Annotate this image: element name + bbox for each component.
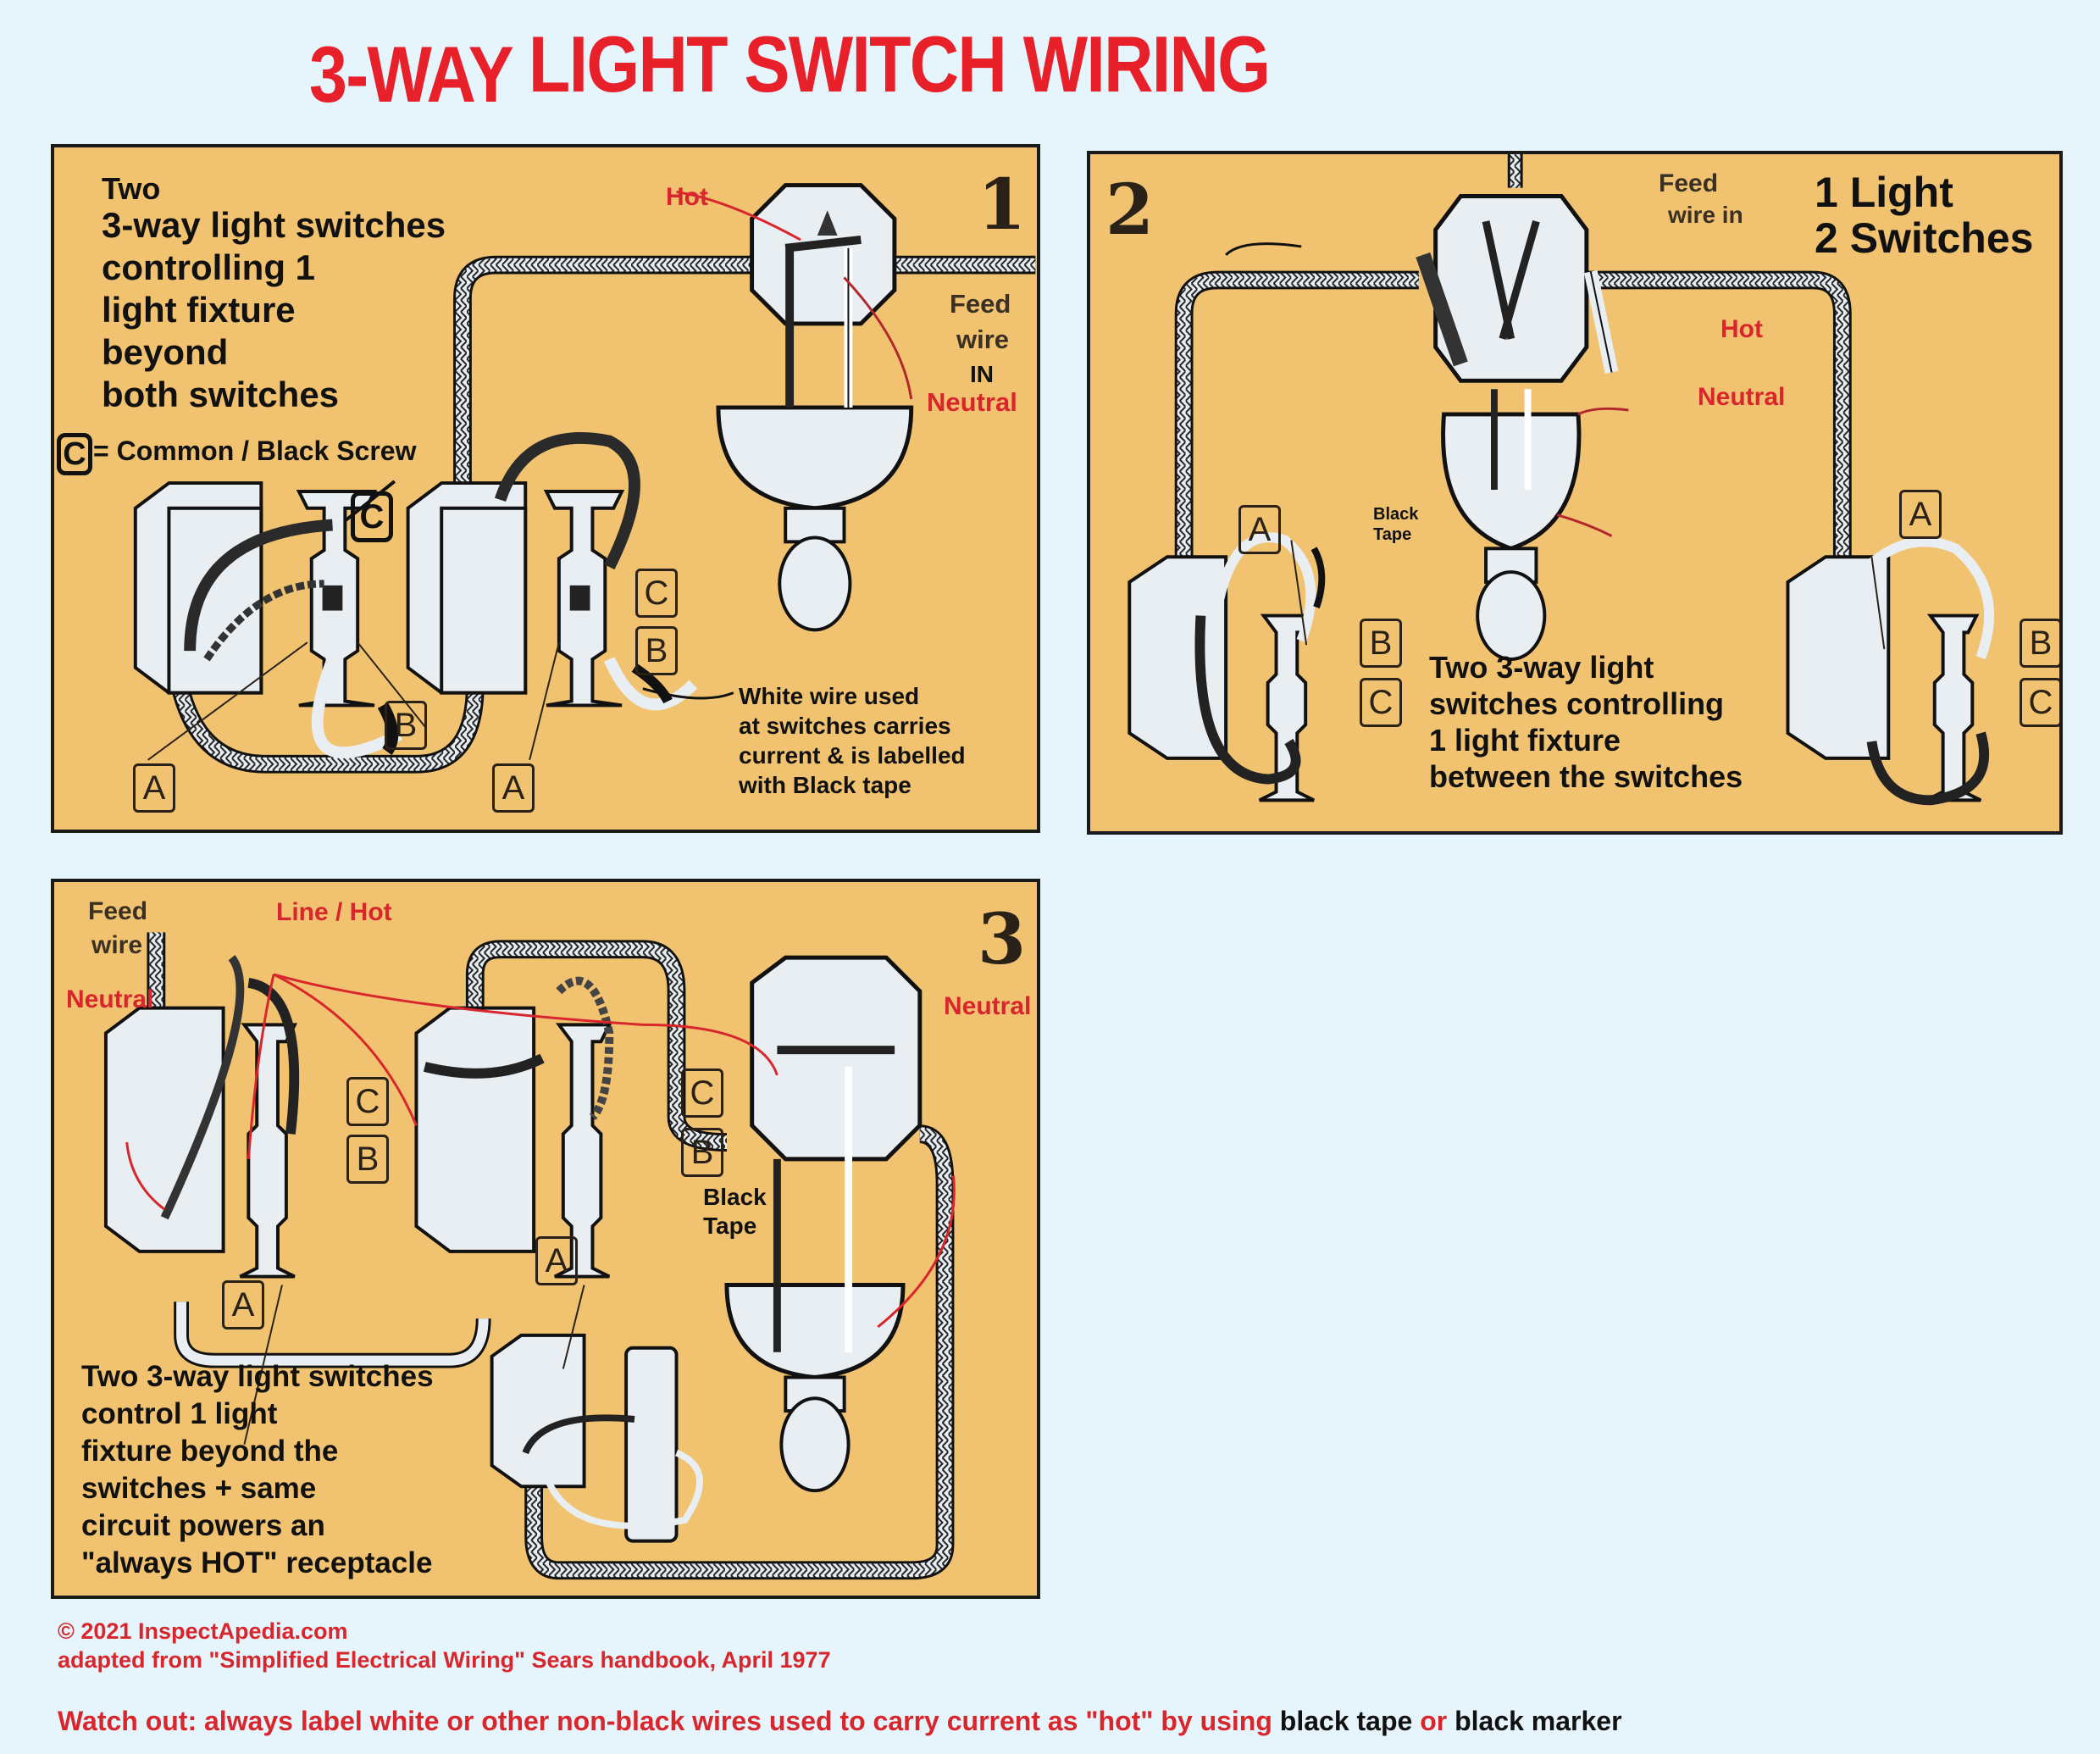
ceiling-fixture <box>724 955 923 1493</box>
panel-1-wiring-drawing <box>133 183 1036 774</box>
panel-2-heading-line-2: 2 Switches <box>1815 214 2034 262</box>
source-text: adapted from "Simplified Electrical Wiri… <box>58 1647 831 1673</box>
ceiling-fixture <box>716 183 914 632</box>
warning-black-marker: black marker <box>1454 1706 1622 1736</box>
panel-3-desc-line-6: "always HOT" receptacle <box>81 1546 433 1579</box>
panel-3-number: 3 <box>978 899 1027 980</box>
panel-1-desc-line-5: beyond <box>102 332 229 372</box>
panel-3-neutral-label-left: Neutral <box>66 985 154 1013</box>
terminal-label-c: C <box>2020 678 2059 727</box>
panel-2-black-tape-line-1: Black <box>1373 505 1419 524</box>
panel-3-desc-line-2: control 1 light <box>81 1397 278 1430</box>
receptacle-box <box>490 1333 703 1543</box>
panel-1-desc-line-4: light fixture <box>102 290 296 330</box>
panel-2-wiring-drawing <box>1128 154 1994 806</box>
white-wire-note-line-2: at switches carries <box>739 713 951 739</box>
switch-1 <box>296 489 378 708</box>
panel-1-number: 1 <box>978 164 1027 246</box>
copyright-text: © 2021 InspectApedia.com <box>58 1618 348 1644</box>
panel-1-diagram: Two 3-way light switches controlling 1 l… <box>51 144 1040 833</box>
terminal-label-a: A <box>535 1236 578 1285</box>
terminal-label-a: A <box>492 763 535 813</box>
switch-box-right <box>1786 536 1994 806</box>
switch-box-1 <box>103 955 300 1279</box>
panel-3-desc-line-3: fixture beyond the <box>81 1435 339 1468</box>
title-part-2: LIGHT SWITCH WIRING <box>528 19 1271 108</box>
panel-1-feed-label-line-1: Feed <box>950 289 1011 319</box>
warning-or: or <box>1412 1706 1455 1736</box>
panel-2-diagram: 2 Feed wire in 1 Light 2 Switches Hot Ne… <box>1087 151 2063 835</box>
panel-2-neutral-label: Neutral <box>1698 383 1786 411</box>
panel-3-desc-line-5: circuit powers an <box>81 1509 325 1542</box>
panel-2-desc-line-2: switches controlling <box>1429 686 1725 721</box>
warning-red-part: Watch out: always label white or other n… <box>58 1706 1280 1736</box>
panel-3-diagram: Feed wire Line / Hot Neutral Neutral 3 C… <box>51 879 1040 1599</box>
warning-text: Watch out: always label white or other n… <box>58 1706 1622 1737</box>
panel-3-black-tape-line-2: Tape <box>703 1213 757 1239</box>
panel-3-desc-line-1: Two 3-way light switches <box>81 1360 434 1393</box>
switch-2 <box>543 489 625 708</box>
line-hot-label: Line / Hot <box>276 898 392 926</box>
terminal-label-b: B <box>635 626 678 675</box>
panel-2-feed-label-line-1: Feed <box>1659 169 1719 197</box>
terminal-label-b: B <box>2020 619 2059 668</box>
terminal-label-a: A <box>1899 490 1942 539</box>
panel-2-desc-line-4: between the switches <box>1429 759 1743 794</box>
panel-2-feed-label-line-2: wire in <box>1668 202 1743 228</box>
panel-2-number: 2 <box>1105 169 1155 251</box>
panel-2-desc-line-3: 1 light fixture <box>1429 723 1621 758</box>
panel-1-neutral-label: Neutral <box>927 387 1017 417</box>
warning-black-tape: black tape <box>1279 1706 1413 1736</box>
terminal-label-c: C <box>346 1077 389 1126</box>
terminal-label-a: A <box>1238 505 1281 554</box>
terminal-label-a: A <box>222 1280 264 1329</box>
white-wire-note-line-1: White wire used <box>739 683 920 709</box>
panel-3-neutral-label-right: Neutral <box>944 992 1032 1020</box>
panel-3-feed-label-line-2: wire <box>91 931 143 959</box>
light-fixture <box>1441 389 1582 662</box>
terminal-label-a: A <box>133 763 175 813</box>
title-part-1: 3-WAY <box>309 30 514 119</box>
panel-3-feed-label-line-1: Feed <box>88 897 148 925</box>
terminal-label-b: B <box>346 1135 389 1184</box>
panel-2-heading-line-1: 1 Light <box>1815 169 1953 216</box>
panel-1-desc-line-1: Two <box>102 171 161 206</box>
panel-1-hot-label: Hot <box>666 183 708 211</box>
terminal-label-b: B <box>681 1128 723 1177</box>
terminal-label-b: B <box>1360 619 1402 668</box>
terminal-label-c: C <box>681 1068 723 1118</box>
terminal-label-c: C <box>1360 678 1402 727</box>
panel-2-desc-line-1: Two 3-way light <box>1429 650 1654 685</box>
white-wire-note-line-4: with Black tape <box>739 772 911 798</box>
switch-box-left <box>1128 532 1326 802</box>
panel-1-desc-line-6: both switches <box>102 375 340 414</box>
panel-1-feed-label-line-2: wire <box>956 325 1010 354</box>
white-wire-note-line-3: current & is labelled <box>739 742 966 769</box>
common-legend-box: C <box>57 433 92 475</box>
cable-right <box>1577 270 1852 582</box>
switch-box-2 <box>414 976 614 1279</box>
panel-3-black-tape-line-1: Black <box>703 1184 767 1210</box>
panel-1-feed-in-label: IN <box>970 361 994 387</box>
terminal-label-b: B <box>385 701 427 750</box>
panel-1-desc-line-3: controlling 1 <box>102 247 315 287</box>
panel-2-black-tape-line-2: Tape <box>1373 525 1412 544</box>
ceiling-junction-box <box>1416 194 1619 383</box>
panel-2-hot-label: Hot <box>1720 315 1763 343</box>
c-terminal-callout: C <box>351 491 393 542</box>
common-legend-text: = Common / Black Screw <box>93 436 417 466</box>
panel-1-desc-line-2: 3-way light switches <box>102 205 446 245</box>
panel-3-wiring-drawing <box>103 932 956 1580</box>
terminal-label-c: C <box>635 569 678 618</box>
panel-3-desc-line-4: switches + same <box>81 1472 317 1505</box>
switch-box-2 <box>406 481 528 695</box>
